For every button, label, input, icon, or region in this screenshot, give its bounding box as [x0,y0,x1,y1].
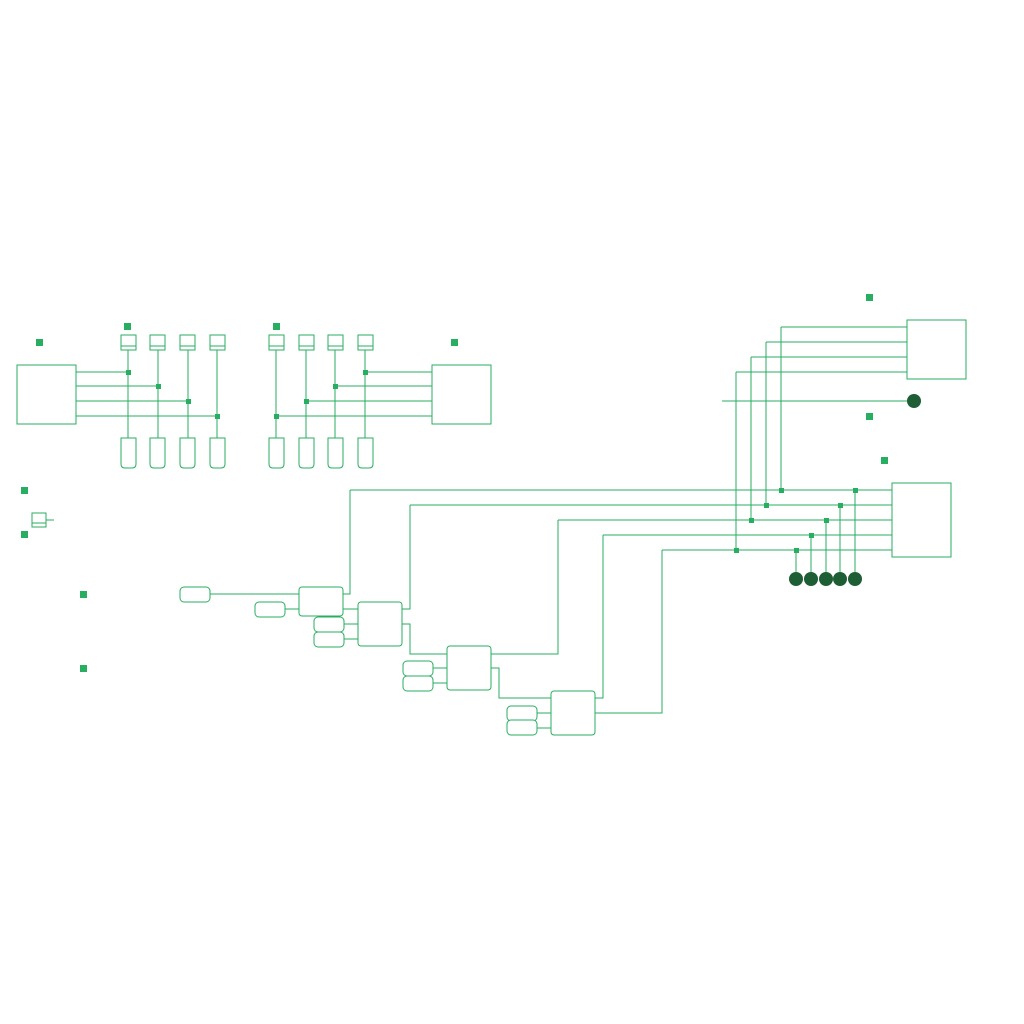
right-bus-wires [276,371,432,417]
terminal-tab[interactable] [268,437,285,469]
top-connectors-right [268,334,374,351]
junction [274,414,279,419]
stage-1-output [343,490,351,595]
connector-top[interactable] [209,334,226,351]
left-drop-wires [127,350,218,438]
junction [734,548,739,553]
bottom-terminals [120,437,374,469]
junction [749,518,754,523]
lower-block-bus [350,489,892,551]
marker [273,323,280,330]
terminal-tab[interactable] [298,437,315,469]
left-bus-group [16,334,492,469]
terminal-node[interactable] [833,572,847,586]
junction [126,370,131,375]
input-pill[interactable] [313,616,345,633]
marker-squares [21,294,888,672]
junction [779,488,784,493]
connector-top[interactable] [327,334,344,351]
stage-block-3[interactable] [446,645,492,691]
input-pill[interactable] [402,660,434,677]
connector-top[interactable] [120,334,137,351]
junction [794,548,799,553]
marker [124,323,131,330]
marker [80,591,87,598]
left-junctions [126,370,368,419]
terminal-node[interactable] [789,572,803,586]
input-pill[interactable] [506,719,538,736]
marker [451,339,458,346]
marker [866,294,873,301]
cascade-chain [179,490,663,736]
input-pill[interactable] [402,675,434,692]
left-bus-wires [76,371,217,417]
marker [21,531,28,538]
upper-right-block[interactable] [906,319,967,380]
terminal-drops [795,490,856,579]
terminal-tab[interactable] [179,437,196,469]
connector-top[interactable] [179,334,196,351]
stage-block-2[interactable] [357,601,403,647]
junction [363,370,368,375]
lower-right-block[interactable] [891,482,952,558]
source-pill[interactable] [179,586,211,603]
input-pill[interactable] [254,601,286,618]
right-junctions [734,488,858,553]
junction [853,488,858,493]
junction [186,399,191,404]
stage-2-output [402,505,411,610]
input-pill[interactable] [506,705,538,722]
top-connectors-left [120,334,226,351]
terminal-tab[interactable] [149,437,166,469]
marker [36,339,43,346]
junction [156,384,161,389]
upper-block-feeds [736,326,907,373]
marker [21,487,28,494]
terminal-node[interactable] [804,572,818,586]
junction [764,503,769,508]
stage-3-output [491,520,559,655]
junction [824,518,829,523]
terminal-node[interactable] [848,572,862,586]
junction [809,533,814,538]
terminal-tab[interactable] [357,437,374,469]
stage-4-output [595,535,604,699]
dark-terminal-row [789,572,862,586]
stage-4-output-2 [595,550,663,714]
right-section [350,319,967,586]
marker [881,457,888,464]
terminal-node[interactable] [819,572,833,586]
input-pill[interactable] [313,631,345,648]
terminal-node[interactable] [907,394,921,408]
connector-top[interactable] [357,334,374,351]
connector-top[interactable] [149,334,166,351]
stage-block-1[interactable] [298,586,344,617]
junction [215,414,220,419]
right-drop-wires [275,350,366,438]
terminal-tab[interactable] [327,437,344,469]
small-component[interactable] [31,512,54,528]
marker [866,413,873,420]
riser-wires [735,327,782,550]
left-controller-block[interactable] [16,364,77,425]
small-component-body[interactable] [31,512,47,528]
terminal-tab[interactable] [120,437,137,469]
junction [333,384,338,389]
junction [304,399,309,404]
connector-top[interactable] [298,334,315,351]
terminal-tab[interactable] [209,437,226,469]
connector-top[interactable] [268,334,285,351]
stage-block-4[interactable] [550,690,596,736]
junction [838,503,843,508]
marker [80,665,87,672]
right-controller-block[interactable] [431,364,492,425]
